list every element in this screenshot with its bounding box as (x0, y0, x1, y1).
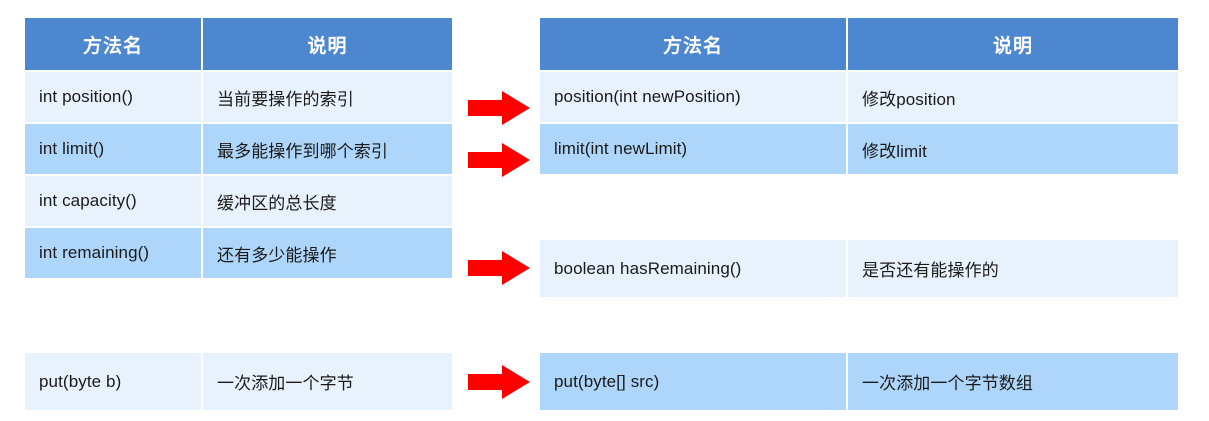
right-cell-method: position(int newPosition) (540, 72, 846, 122)
right-cell-method: put(byte[] src) (540, 353, 846, 410)
left-header-description: 说明 (203, 18, 452, 70)
table-row[interactable]: int capacity() 缓冲区的总长度 (25, 176, 452, 226)
table-row[interactable]: put(byte[] src) 一次添加一个字节数组 (540, 353, 1178, 410)
arrow-head (502, 91, 530, 125)
table-row[interactable]: int position() 当前要操作的索引 (25, 72, 452, 122)
table-row[interactable]: limit(int newLimit) 修改limit (540, 124, 1178, 174)
left-table-header-row: 方法名 说明 (25, 18, 452, 70)
left-cell-method: int remaining() (25, 228, 201, 278)
left-cell-description: 当前要操作的索引 (203, 72, 452, 122)
arrow-shaft (468, 100, 506, 116)
left-cell-description: 一次添加一个字节 (203, 353, 452, 410)
arrow-shaft (468, 152, 506, 168)
left-cell-method: int capacity() (25, 176, 201, 226)
left-cell-method: put(byte b) (25, 353, 201, 410)
right-cell-description: 一次添加一个字节数组 (848, 353, 1178, 410)
table-row[interactable]: int remaining() 还有多少能操作 (25, 228, 452, 278)
left-cell-description: 缓冲区的总长度 (203, 176, 452, 226)
arrow-right-icon-position (468, 91, 530, 125)
arrow-head (502, 143, 530, 177)
arrow-right-icon-put (468, 365, 530, 399)
left-cell-description: 最多能操作到哪个索引 (203, 124, 452, 174)
arrow-right-icon-remaining (468, 251, 530, 285)
left-cell-method: int position() (25, 72, 201, 122)
table-row[interactable]: boolean hasRemaining() 是否还有能操作的 (540, 240, 1178, 297)
right-cell-method: boolean hasRemaining() (540, 240, 846, 297)
right-header-method: 方法名 (540, 18, 846, 70)
left-cell-description: 还有多少能操作 (203, 228, 452, 278)
right-header-description: 说明 (848, 18, 1178, 70)
table-row[interactable]: put(byte b) 一次添加一个字节 (25, 353, 452, 410)
right-cell-description: 修改limit (848, 124, 1178, 174)
right-cell-description: 是否还有能操作的 (848, 240, 1178, 297)
arrow-shaft (468, 374, 506, 390)
left-header-method: 方法名 (25, 18, 201, 70)
arrow-right-icon-limit (468, 143, 530, 177)
table-row[interactable]: position(int newPosition) 修改position (540, 72, 1178, 122)
right-table-header-row: 方法名 说明 (540, 18, 1178, 70)
table-row[interactable]: int limit() 最多能操作到哪个索引 (25, 124, 452, 174)
arrow-shaft (468, 260, 506, 276)
right-cell-description: 修改position (848, 72, 1178, 122)
arrow-head (502, 365, 530, 399)
right-cell-method: limit(int newLimit) (540, 124, 846, 174)
left-cell-method: int limit() (25, 124, 201, 174)
arrow-head (502, 251, 530, 285)
